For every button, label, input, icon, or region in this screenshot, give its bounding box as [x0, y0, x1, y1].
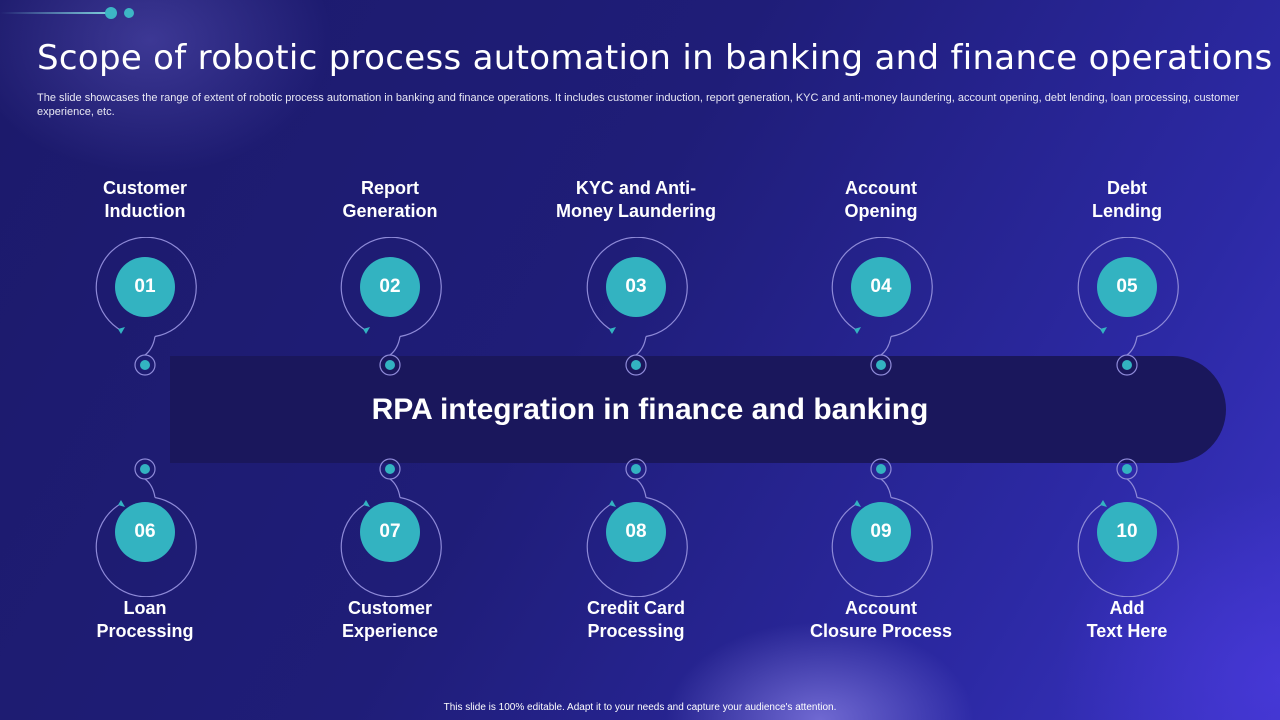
label-line: Customer: [102, 178, 187, 198]
ring-graphic: [586, 237, 688, 376]
decorative-dot: [105, 7, 117, 19]
footer-note: This slide is 100% editable. Adapt it to…: [443, 702, 837, 713]
step-number-badge: 07: [360, 502, 420, 562]
step-number-badge: 04: [851, 257, 911, 317]
label-line: Loan: [123, 598, 167, 618]
center-band: [170, 356, 1226, 463]
label-line: Experience: [341, 621, 439, 641]
ring-graphic: [95, 237, 197, 376]
ring-graphic: [831, 458, 933, 597]
step-number-badge: 05: [1097, 257, 1157, 317]
label-line: Opening: [844, 201, 918, 221]
ring-graphic: [1077, 237, 1179, 376]
ring-graphic: [586, 458, 688, 597]
slide-title: Scope of robotic process automation in b…: [37, 38, 1273, 78]
label-line: Debt: [1107, 178, 1147, 198]
ring-graphic: [831, 237, 933, 376]
label-line: Induction: [104, 201, 186, 221]
label-line: Customer: [347, 598, 432, 618]
ring-graphic: [340, 237, 442, 376]
label-line: Closure Process: [809, 621, 953, 641]
label-line: Add: [1109, 598, 1145, 618]
step-number-badge: 02: [360, 257, 420, 317]
step-number-badge: 09: [851, 502, 911, 562]
step-number-badge: 10: [1097, 502, 1157, 562]
label-line: Account: [845, 598, 917, 618]
label-line: Lending: [1092, 201, 1162, 221]
slide-description: The slide showcases the range of extent …: [37, 92, 1240, 118]
label-line: Text Here: [1086, 621, 1168, 641]
center-label: RPA integration in finance and banking: [371, 392, 929, 426]
label-line: Money Laundering: [555, 201, 716, 221]
decorative-line: [0, 12, 112, 14]
step-number-badge: 08: [606, 502, 666, 562]
label-line: Report: [361, 178, 419, 198]
label-line: KYC and Anti-: [575, 178, 697, 198]
step-number-badge: 06: [115, 502, 175, 562]
ring-graphic: [340, 458, 442, 597]
process-item-label: KYC and Anti- Money Laundering: [536, 177, 736, 223]
label-line: Processing: [96, 621, 194, 641]
step-number-badge: 01: [115, 257, 175, 317]
label-line: Generation: [342, 201, 438, 221]
ring-graphic: [1077, 458, 1179, 597]
process-item-3: KYC and Anti- Money Laundering 03: [536, 177, 736, 417]
decorative-dot: [124, 8, 134, 18]
label-line: Account: [845, 178, 917, 198]
step-number-badge: 03: [606, 257, 666, 317]
label-line: Credit Card: [586, 598, 685, 618]
label-line: Processing: [587, 621, 685, 641]
ring-graphic: [95, 458, 197, 597]
